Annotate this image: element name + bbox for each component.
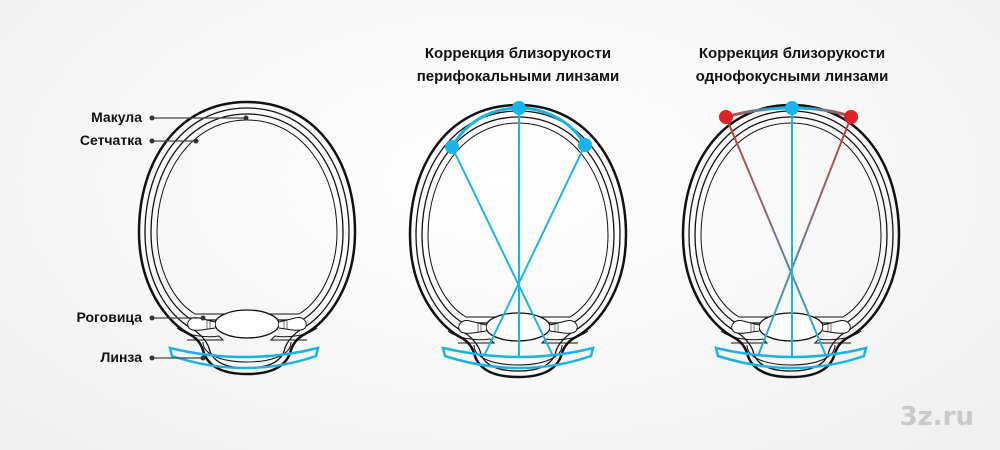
focus-point [512, 101, 526, 115]
title-line: Коррекция близорукости [424, 45, 612, 62]
focus-point-red [719, 110, 733, 124]
focus-point-red [844, 110, 858, 124]
perifocal-lens-diagram [408, 101, 628, 379]
title-line: Коррекция близорукости [698, 45, 886, 62]
label-macula: Макула [91, 109, 142, 125]
title-line: однофокусными линзами [695, 68, 889, 85]
focus-point [578, 138, 592, 152]
single-focus-lens-diagram [681, 101, 901, 379]
label-cornea: Роговица [76, 309, 142, 325]
eye-anatomy-diagram [137, 100, 357, 376]
label-retina: Сетчатка [79, 132, 142, 148]
panel-title-perifocal: Коррекция близорукости перифокальными ли… [398, 42, 638, 88]
title-line: перифокальными линзами [416, 68, 620, 85]
contact-lens-icon [168, 346, 320, 370]
watermark: 3z.ru [899, 402, 974, 432]
panel-title-single-focus: Коррекция близорукости однофокусными лин… [672, 42, 912, 88]
contact-lens-icon [441, 346, 595, 370]
label-lens: Линза [100, 349, 142, 365]
focus-point [445, 140, 459, 154]
focus-point [785, 101, 799, 115]
contact-lens-icon [714, 346, 868, 370]
